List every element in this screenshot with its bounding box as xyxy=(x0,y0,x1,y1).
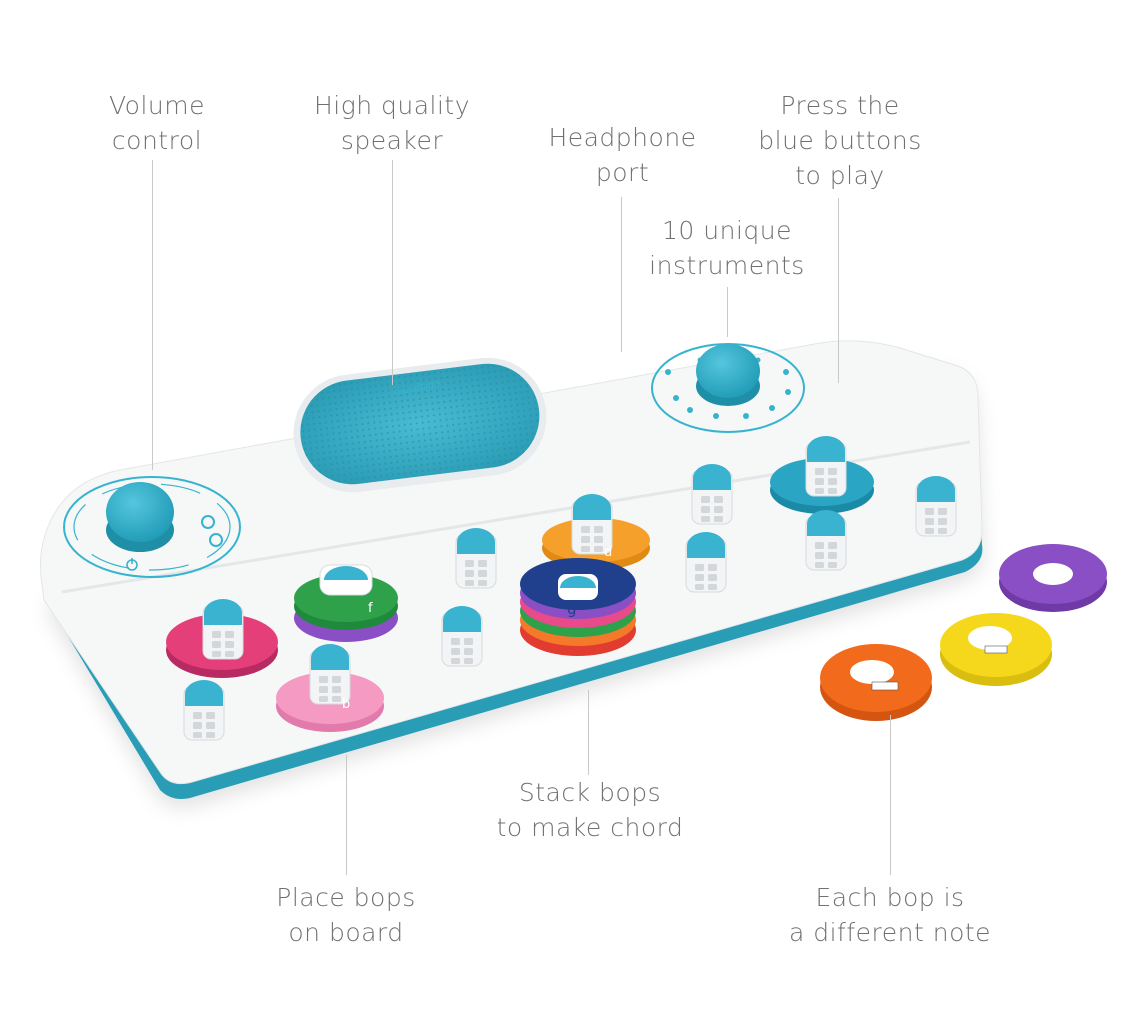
leader-instruments xyxy=(727,287,728,337)
callout-line: a different note xyxy=(788,918,992,947)
bop-letter-d: d xyxy=(604,545,612,560)
callout-instruments: 10 unique instruments xyxy=(632,213,822,283)
callout-line: Volume xyxy=(109,91,205,120)
bop-letter-f: f xyxy=(368,601,373,616)
callout-stack-bops: Stack bops to make chord xyxy=(490,775,690,845)
callout-place-bops: Place bops on board xyxy=(256,880,436,950)
leader-stack xyxy=(588,690,589,775)
callout-volume-control: Volume control xyxy=(82,88,232,158)
leader-volume xyxy=(152,160,153,470)
leader-buttons xyxy=(838,198,839,383)
bop-letter-b: b xyxy=(342,697,350,712)
leader-headphone xyxy=(621,197,622,352)
leader-note xyxy=(890,715,891,875)
callout-line: Headphone xyxy=(548,123,697,152)
callout-line: Each bop is xyxy=(815,883,965,912)
bop-letter-g: g xyxy=(567,600,577,618)
callout-line: Stack bops xyxy=(518,778,662,807)
callout-line: blue buttons xyxy=(758,126,922,155)
callout-line: port xyxy=(595,158,650,187)
volume-knob-icon xyxy=(63,476,241,578)
loose-bop-purple xyxy=(999,544,1107,612)
bop-stack-cap xyxy=(558,574,598,600)
callout-headphone-port: Headphone port xyxy=(530,120,715,190)
callout-line: on board xyxy=(288,918,404,947)
leader-place xyxy=(346,755,347,875)
callout-each-bop-note: Each bop is a different note xyxy=(780,880,1000,950)
callout-speaker: High quality speaker xyxy=(292,88,492,158)
callout-line: to play xyxy=(795,161,885,190)
board-top xyxy=(39,340,983,785)
callout-line: 10 unique xyxy=(662,216,792,245)
loose-bop-yellow xyxy=(940,613,1052,686)
bop-stack-center xyxy=(520,558,636,656)
callout-line: High quality xyxy=(313,91,471,120)
callout-line: control xyxy=(111,126,203,155)
power-icon xyxy=(126,558,138,571)
callout-blue-buttons: Press the blue buttons to play xyxy=(740,88,940,193)
bop-green-cap xyxy=(319,564,373,596)
instrument-dial-icon xyxy=(651,343,805,433)
callout-line: Press the xyxy=(780,91,900,120)
leader-speaker xyxy=(392,160,393,385)
loose-bop-orange xyxy=(820,644,932,721)
speaker-grille-icon: soundbops xyxy=(293,357,547,493)
callout-line: Place bops xyxy=(276,883,416,912)
callout-line: to make chord xyxy=(496,813,684,842)
callout-line: speaker xyxy=(340,126,444,155)
callout-line: instruments xyxy=(649,251,805,280)
